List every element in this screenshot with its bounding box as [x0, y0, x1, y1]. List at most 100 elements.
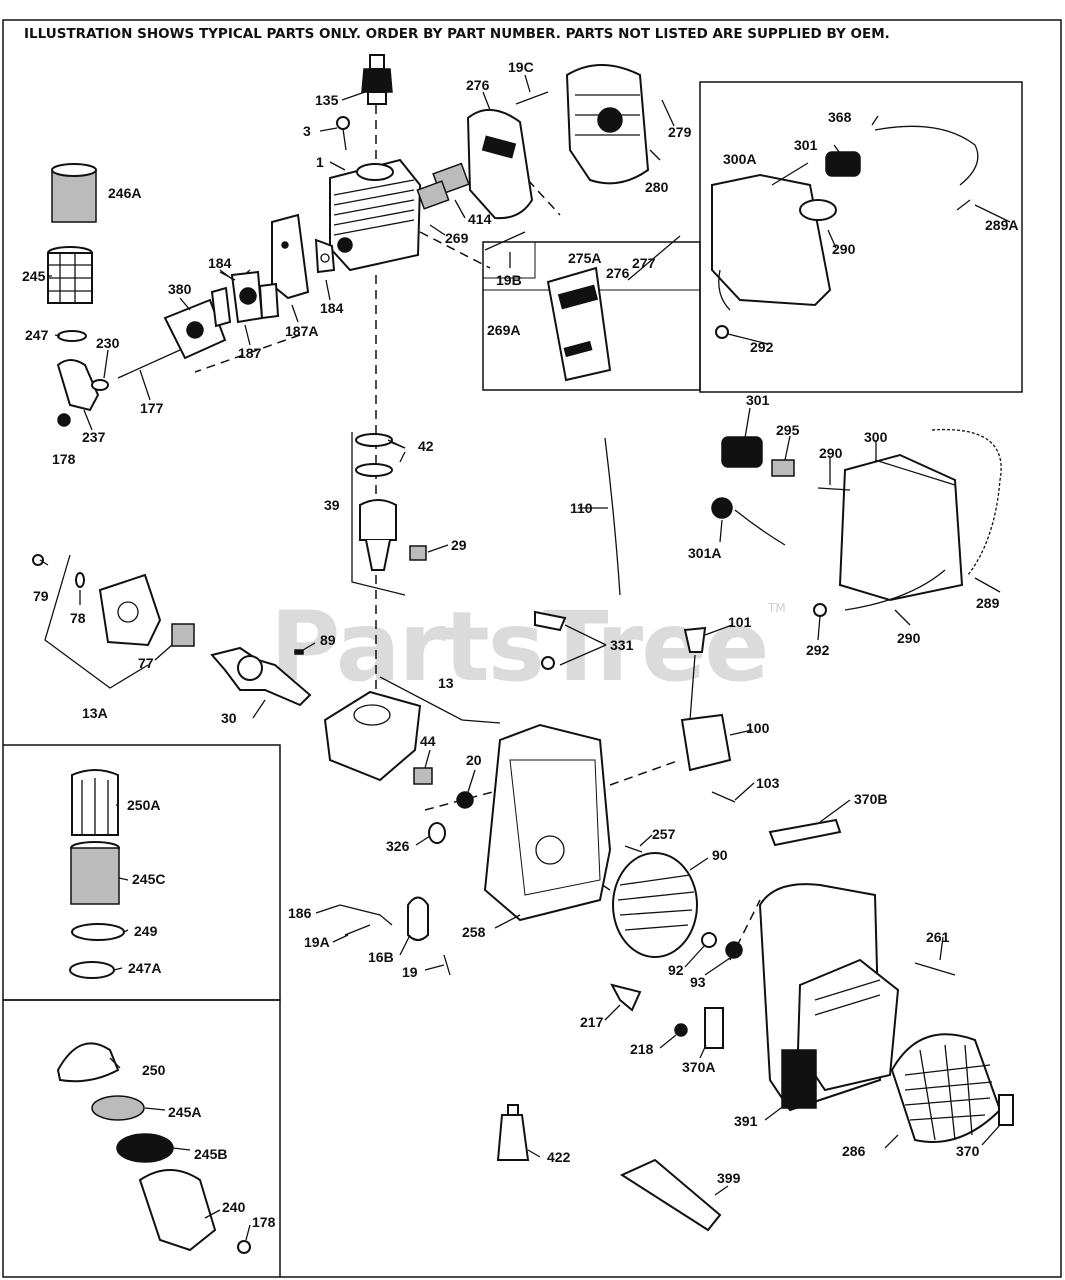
callout-label: 135 — [315, 92, 339, 108]
ignition-module-100-icon — [680, 654, 732, 772]
diagram-frame — [2, 19, 1062, 1278]
screw-279-icon — [661, 99, 675, 127]
carb-adapter-187-icon — [210, 270, 264, 328]
callout-label: 184 — [320, 300, 344, 316]
callout-label: 301 — [794, 137, 818, 153]
callout-label: 380 — [168, 281, 192, 297]
crankshaft-icon — [210, 646, 312, 707]
callout-label: 269A — [487, 322, 520, 338]
muffler-alt-inset — [482, 241, 701, 391]
callout-label: 290 — [832, 241, 856, 257]
spring-19-icon — [443, 954, 451, 976]
callout-label: 399 — [717, 1170, 741, 1186]
callout-label: 245A — [168, 1104, 201, 1120]
air-filter-cover-inset — [3, 999, 281, 1277]
callout-label: 218 — [630, 1041, 654, 1057]
screw-178b-icon — [237, 1240, 251, 1254]
callout-label: 20 — [466, 752, 482, 768]
callout-label: 276 — [606, 265, 630, 281]
spark-plug-icon — [361, 54, 393, 105]
callout-label: 178 — [52, 451, 76, 467]
callout-label: 16B — [368, 949, 394, 965]
callout-label: 290 — [819, 445, 843, 461]
header-notice: ILLUSTRATION SHOWS TYPICAL PARTS ONLY. O… — [24, 26, 890, 42]
callout-label: 245C — [132, 871, 165, 887]
callout-label: 370A — [682, 1059, 715, 1075]
crankcase-half-icon — [98, 573, 162, 647]
callout-label: 110 — [570, 500, 593, 516]
callout-label: 187 — [238, 345, 262, 361]
callout-label: 101 — [728, 614, 752, 630]
screw-257-icon — [624, 845, 643, 853]
callout-label: 249 — [134, 923, 158, 939]
callout-label: 93 — [690, 974, 706, 990]
screw-178-icon — [57, 413, 71, 427]
callout-label: 250A — [127, 797, 160, 813]
bearing-44-icon — [413, 767, 433, 785]
callout-label: 230 — [96, 335, 120, 351]
starter-handle-391-icon — [781, 1049, 817, 1109]
crankcase-13-icon — [323, 690, 422, 782]
callout-label: 19 — [402, 964, 418, 980]
callout-label: 29 — [451, 537, 467, 553]
callout-label: 19A — [304, 934, 330, 950]
callout-label: 276 — [466, 77, 490, 93]
bearing-77-icon — [171, 623, 195, 647]
callout-label: 301A — [688, 545, 721, 561]
filter-295-icon — [771, 459, 795, 477]
callout-label: 42 — [418, 438, 434, 454]
base-249-icon — [71, 923, 125, 941]
callout-label: 77 — [138, 655, 154, 671]
callout-label: 3 — [303, 123, 311, 139]
piston-icon — [359, 499, 397, 571]
heat-shield-icon — [271, 213, 310, 300]
throttle-16b-icon — [407, 896, 429, 941]
air-filter-245-icon — [47, 246, 93, 304]
decal-370-icon — [998, 1094, 1014, 1126]
washer-92-icon — [701, 932, 717, 948]
grille-286-icon — [890, 1033, 1002, 1143]
spring-19b-icon — [484, 231, 526, 251]
housing-258-icon — [483, 723, 612, 922]
callout-label: 237 — [82, 429, 106, 445]
gasket-187a-icon — [258, 282, 280, 320]
callout-label: 13 — [438, 675, 454, 691]
key-89-icon — [294, 649, 304, 655]
decal-370a-icon — [704, 1007, 724, 1049]
watermark-text: PartsTree — [270, 591, 767, 703]
bearing-29-icon — [409, 545, 427, 561]
screw-218-icon — [674, 1023, 688, 1037]
elbow-237-icon — [56, 359, 109, 412]
spring-289-icon — [931, 428, 1002, 576]
piston-rings-42-icon — [355, 433, 393, 477]
cap-301b-icon — [721, 436, 763, 468]
spark-arrestor-414-icon — [416, 162, 470, 210]
watermark: PartsTree TM — [270, 591, 786, 703]
callout-label: 89 — [320, 632, 336, 648]
callout-label: 44 — [420, 733, 436, 749]
callout-label: 90 — [712, 847, 728, 863]
air-filter-246a-icon — [51, 163, 97, 223]
cover-250-icon — [56, 1042, 120, 1083]
callout-label: 247 — [25, 327, 49, 343]
fuel-tank-300-icon — [838, 453, 964, 602]
callout-label: 245B — [194, 1146, 227, 1162]
callout-label: 178 — [252, 1214, 276, 1230]
callout-label: 187A — [285, 323, 318, 339]
link-186-icon — [339, 904, 393, 926]
callout-label: 247A — [128, 960, 161, 976]
callout-label: 292 — [750, 339, 774, 355]
callout-label: 92 — [668, 962, 684, 978]
oil-bottle-422-icon — [496, 1104, 530, 1161]
spring-19a-icon — [344, 924, 371, 936]
callout-label: 257 — [652, 826, 676, 842]
screw-277-icon — [627, 235, 681, 281]
callout-label: 326 — [386, 838, 410, 854]
callout-label: 240 — [222, 1199, 246, 1215]
callout-label: 39 — [324, 497, 340, 513]
spring-19c-icon — [515, 91, 549, 105]
muffler-280-icon — [565, 64, 650, 185]
callout-label: 300 — [864, 429, 888, 445]
